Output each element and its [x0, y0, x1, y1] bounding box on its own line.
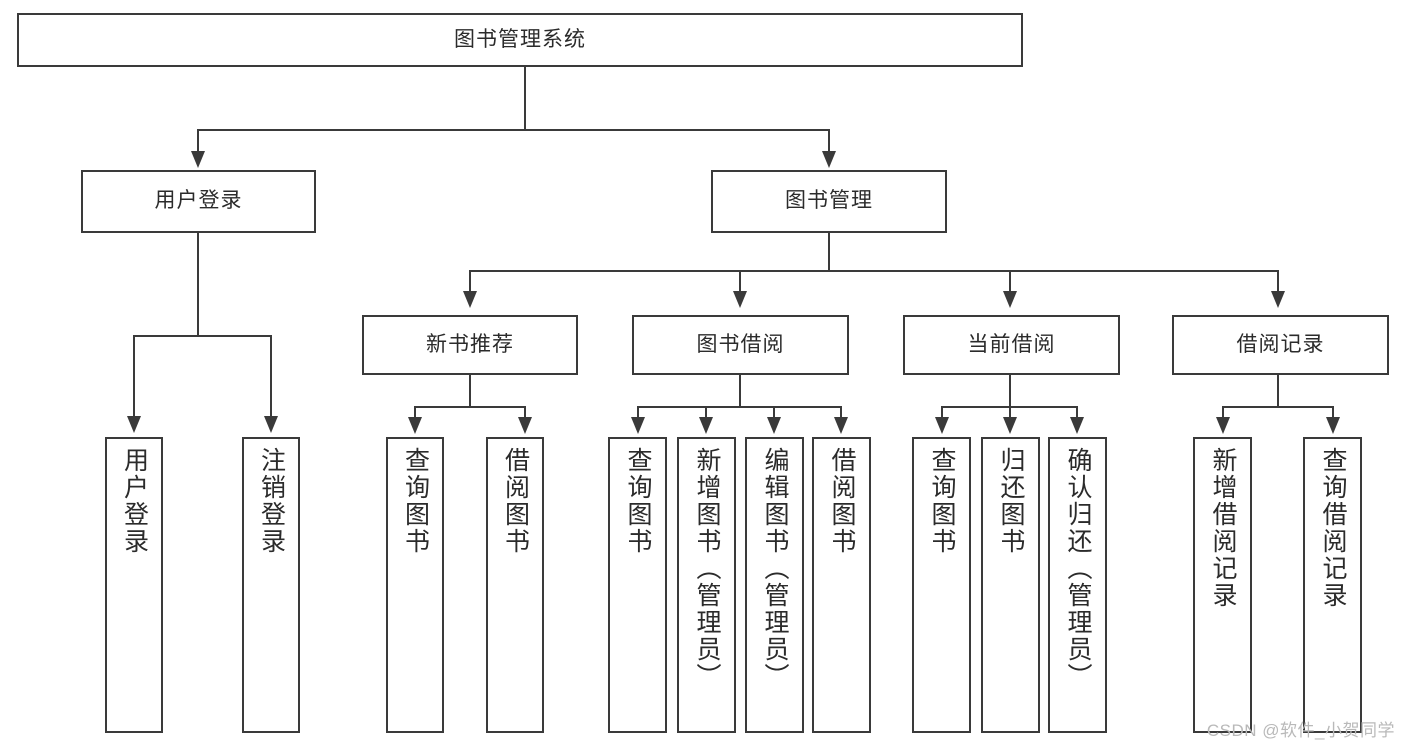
arrow-to-book-manage: [822, 151, 836, 168]
connector-level3-bar: [469, 270, 1279, 272]
arrow-to-leaf-query-book-1: [408, 417, 422, 434]
arrow-to-leaf-edit-book: [767, 417, 781, 434]
node-current-borrow: 当前借阅: [903, 315, 1120, 375]
connector-user-login-drop-1: [133, 335, 135, 417]
leaf-add-record: 新增借阅记录: [1193, 437, 1252, 733]
leaf-return-book-label: 归还图书: [997, 447, 1025, 555]
leaf-query-record-label: 查询借阅记录: [1319, 447, 1347, 609]
node-book-manage-label: 图书管理: [785, 189, 873, 213]
connector-level3-drop-2: [739, 270, 741, 292]
node-book-borrow: 图书借阅: [632, 315, 849, 375]
arrow-to-leaf-query-record: [1326, 417, 1340, 434]
leaf-confirm-return-label: 确认归还（管理员）: [1064, 447, 1092, 690]
node-user-login-label: 用户登录: [154, 189, 243, 213]
connector-level3-drop-4: [1277, 270, 1279, 292]
leaf-query-book-2: 查询图书: [608, 437, 667, 733]
arrow-to-leaf-query-book-2: [631, 417, 645, 434]
leaf-query-book-2-label: 查询图书: [624, 447, 652, 555]
connector-book-manage-stem: [828, 233, 830, 271]
connector-new-book-drop-1: [414, 406, 416, 418]
connector-level3-drop-3: [1009, 270, 1011, 292]
connector-user-login-stem: [197, 233, 199, 336]
connector-current-borrow-stem: [1009, 375, 1011, 407]
arrow-to-leaf-query-book-3: [935, 417, 949, 434]
leaf-add-record-label: 新增借阅记录: [1209, 447, 1237, 609]
node-new-book-recommend: 新书推荐: [362, 315, 578, 375]
node-book-borrow-label: 图书借阅: [696, 332, 785, 356]
leaf-add-book-label: 新增图书（管理员）: [693, 447, 721, 690]
arrow-to-leaf-logout: [264, 416, 278, 433]
leaf-user-login-label: 用户登录: [120, 447, 149, 555]
connector-book-borrow-stem: [739, 375, 741, 407]
arrow-to-leaf-borrow-book-1: [518, 417, 532, 434]
connector-level2-drop-1: [197, 129, 199, 152]
arrow-to-leaf-confirm-return: [1070, 417, 1084, 434]
leaf-query-book-1: 查询图书: [386, 437, 444, 733]
leaf-query-record: 查询借阅记录: [1303, 437, 1362, 733]
arrow-to-leaf-return-book: [1003, 417, 1017, 434]
leaf-borrow-book-1-label: 借阅图书: [501, 447, 530, 555]
connector-borrow-record-bar: [1222, 406, 1334, 408]
connector-user-login-drop-2: [270, 335, 272, 417]
connector-book-borrow-bar: [637, 406, 842, 408]
leaf-borrow-book-2-label: 借阅图书: [828, 447, 856, 555]
connector-current-borrow-drop-1: [941, 406, 943, 418]
leaf-query-book-3: 查询图书: [912, 437, 971, 733]
leaf-logout: 注销登录: [242, 437, 300, 733]
leaf-user-login: 用户登录: [105, 437, 163, 733]
arrow-to-borrow-record: [1271, 291, 1285, 308]
connector-book-borrow-drop-1: [637, 406, 639, 418]
connector-user-login-bar: [133, 335, 272, 337]
connector-current-borrow-drop-2: [1009, 406, 1011, 418]
node-current-borrow-label: 当前借阅: [967, 332, 1056, 356]
node-root: 图书管理系统: [17, 13, 1023, 67]
leaf-borrow-book-1: 借阅图书: [486, 437, 544, 733]
connector-borrow-record-stem: [1277, 375, 1279, 407]
arrow-to-new-book-recommend: [463, 291, 477, 308]
connector-borrow-record-drop-2: [1332, 406, 1334, 418]
leaf-query-book-1-label: 查询图书: [401, 447, 430, 555]
connector-new-book-bar: [414, 406, 526, 408]
arrow-to-current-borrow: [1003, 291, 1017, 308]
arrow-to-book-borrow: [733, 291, 747, 308]
connector-new-book-drop-2: [524, 406, 526, 418]
connector-book-borrow-drop-4: [840, 406, 842, 418]
arrow-to-user-login: [191, 151, 205, 168]
connector-root-stem: [524, 67, 526, 130]
leaf-edit-book-label: 编辑图书（管理员）: [761, 447, 789, 690]
arrow-to-leaf-add-book: [699, 417, 713, 434]
leaf-query-book-3-label: 查询图书: [928, 447, 956, 555]
leaf-add-book: 新增图书（管理员）: [677, 437, 736, 733]
node-root-label: 图书管理系统: [454, 27, 586, 51]
arrow-to-leaf-add-record: [1216, 417, 1230, 434]
connector-level2-bar: [197, 129, 830, 131]
node-new-book-recommend-label: 新书推荐: [426, 332, 514, 356]
node-book-manage: 图书管理: [711, 170, 947, 233]
arrow-to-leaf-borrow-book-2: [834, 417, 848, 434]
leaf-logout-label: 注销登录: [257, 447, 286, 555]
node-borrow-record-label: 借阅记录: [1236, 332, 1325, 356]
arrow-to-leaf-user-login: [127, 416, 141, 433]
node-user-login: 用户登录: [81, 170, 316, 233]
connector-new-book-stem: [469, 375, 471, 407]
connector-current-borrow-drop-3: [1076, 406, 1078, 418]
leaf-return-book: 归还图书: [981, 437, 1040, 733]
connector-level3-drop-1: [469, 270, 471, 292]
leaf-borrow-book-2: 借阅图书: [812, 437, 871, 733]
leaf-edit-book: 编辑图书（管理员）: [745, 437, 804, 733]
connector-borrow-record-drop-1: [1222, 406, 1224, 418]
connector-book-borrow-drop-3: [773, 406, 775, 418]
node-borrow-record: 借阅记录: [1172, 315, 1389, 375]
leaf-confirm-return: 确认归还（管理员）: [1048, 437, 1107, 733]
connector-book-borrow-drop-2: [705, 406, 707, 418]
connector-level2-drop-2: [828, 129, 830, 152]
